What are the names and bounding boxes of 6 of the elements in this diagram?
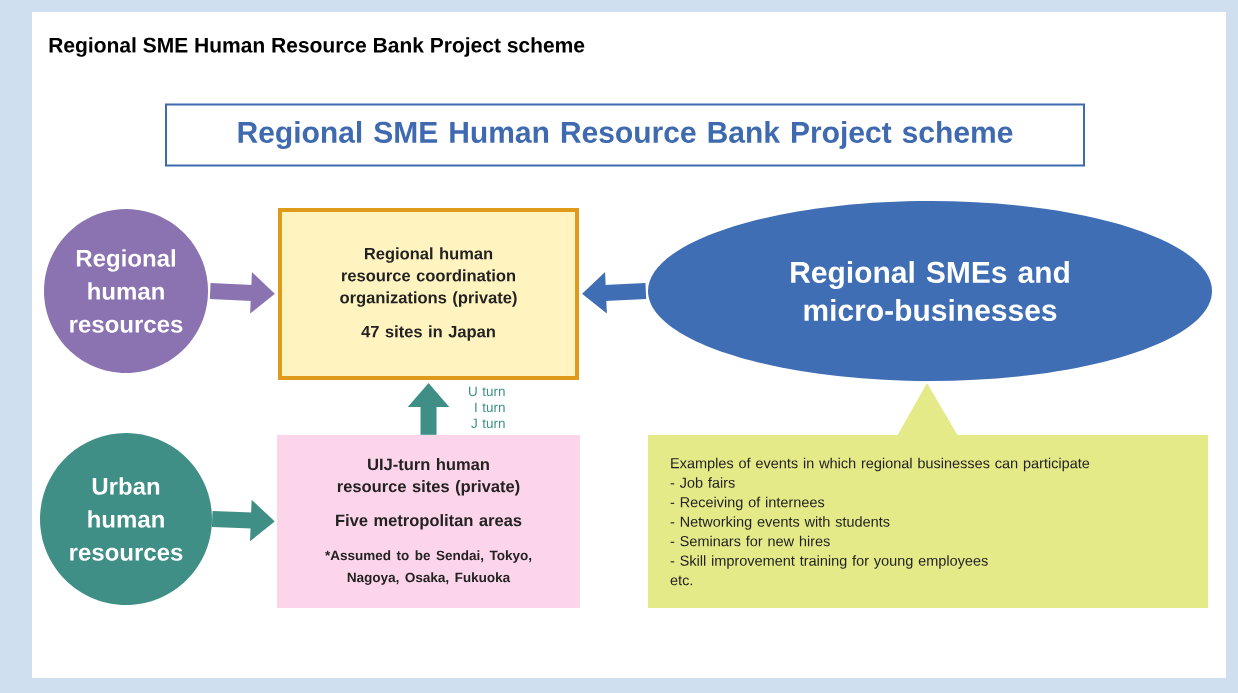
organization-box: Regional human resource coordination organizations (private) 47 sites in Japan (278, 208, 579, 380)
heading: Regional SME Human Resource Bank Project scheme (49, 37, 585, 57)
site-box: UIJ-turn human resource sites (private) Five metropolitan areas *Assumed to be Sendai, Tokyo, Nagoya, Osaka, Fukuoka (277, 435, 580, 608)
callout-box: Examples of events in which regional businesses can participate - Job fairs - Receiving of internees - Networking events with students - Seminars for new hires - Skill improvement training for young employees etc. (648, 383, 1208, 608)
edge-label: U turn I turn J turn (469, 386, 505, 429)
heading-box: Regional SME Human Resource Bank Project scheme (165, 103, 1085, 167)
